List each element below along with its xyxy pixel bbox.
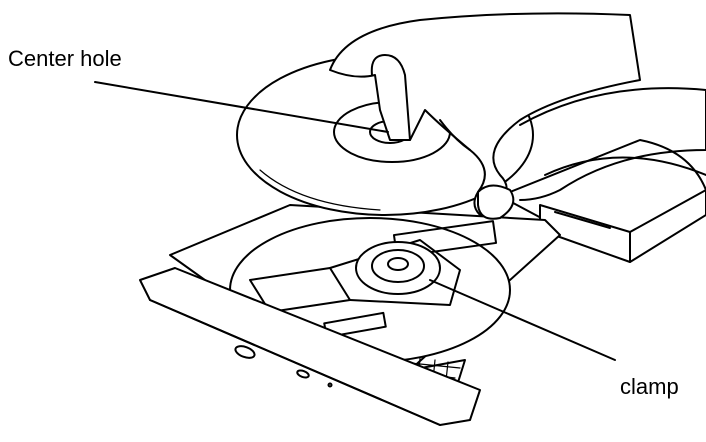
clamp-spindle: [355, 241, 441, 295]
leader-clamp: [429, 279, 616, 361]
drive-body: [499, 139, 706, 263]
leader-center-hole: [94, 81, 389, 133]
tray-bezel: [139, 267, 481, 426]
label-clamp: clamp: [620, 374, 679, 399]
label-center-hole: Center hole: [8, 46, 122, 71]
hand: [329, 12, 706, 220]
